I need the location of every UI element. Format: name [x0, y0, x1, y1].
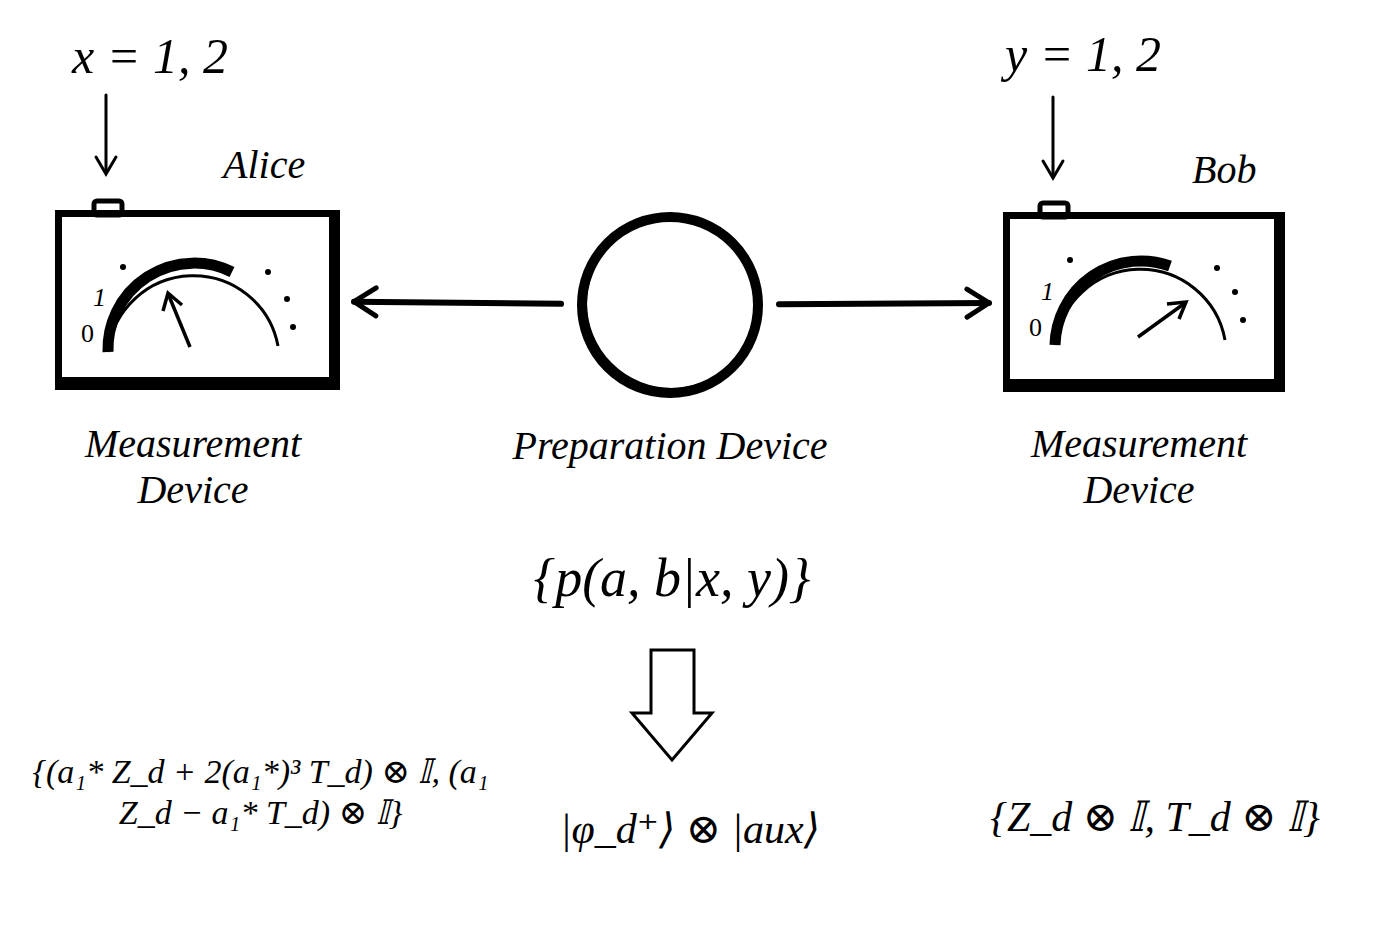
state-label: |φ_d⁺⟩ ⊗ |aux⟩	[490, 804, 890, 854]
dial-mark: 0	[1029, 313, 1059, 343]
connector-arrow	[354, 288, 561, 316]
dial	[108, 263, 278, 352]
dial-mark: 0	[81, 319, 111, 349]
party-name: Alice	[223, 142, 353, 188]
dial-dot	[1067, 257, 1246, 323]
connector-line	[779, 303, 989, 304]
device-caption: Preparation Device	[505, 423, 835, 469]
setting-label: y = 1, 2	[1005, 24, 1245, 84]
device-caption: Measurement Device	[28, 421, 358, 513]
arrow-head	[354, 288, 376, 316]
correlation-label: {p(a, b|x, y)}	[472, 546, 872, 611]
dial	[1055, 261, 1225, 345]
arrow-head	[967, 289, 989, 317]
measurement-set: {(a₁* Z_d + 2(a₁*)³ T_d) ⊗ 𝕀, (a₁ Z_d − …	[8, 752, 513, 834]
dial-mark: 1	[93, 283, 123, 313]
connector-line	[354, 302, 561, 304]
measurement-device: Alice10Measurement Device	[55, 210, 340, 390]
connector-arrow	[779, 289, 989, 317]
device-circle	[575, 210, 765, 400]
device-caption: Measurement Device	[974, 421, 1304, 513]
setting-label: x = 1, 2	[72, 26, 312, 86]
preparation-device: Preparation Device	[575, 210, 765, 400]
measurement-set: {Z_d ⊗ 𝕀, T_d ⊗ 𝕀}	[955, 792, 1355, 842]
dial-mark: 1	[1041, 277, 1071, 307]
measurement-device: Bob10Measurement Device	[1003, 212, 1285, 392]
party-name: Bob	[1192, 147, 1302, 193]
implication-arrow	[632, 650, 712, 760]
dial-dot	[120, 264, 296, 330]
